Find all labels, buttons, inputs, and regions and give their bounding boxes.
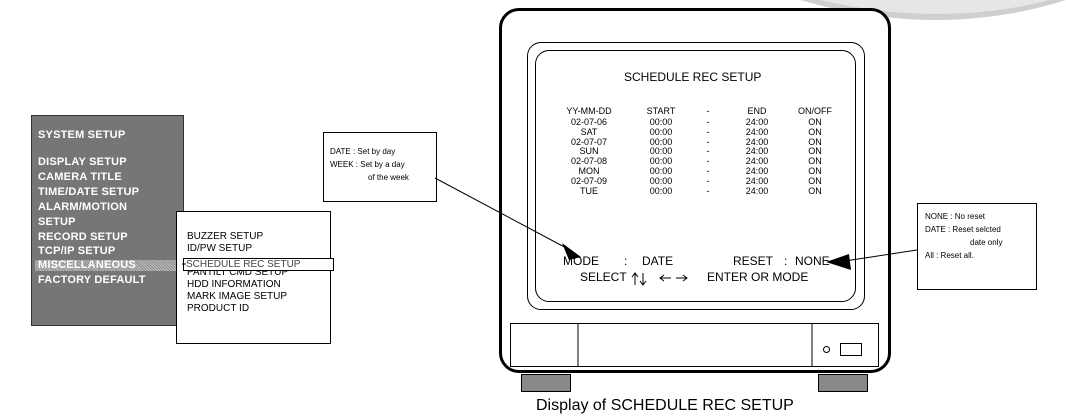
figure-caption: Display of SCHEDULE REC SETUP xyxy=(536,397,794,415)
